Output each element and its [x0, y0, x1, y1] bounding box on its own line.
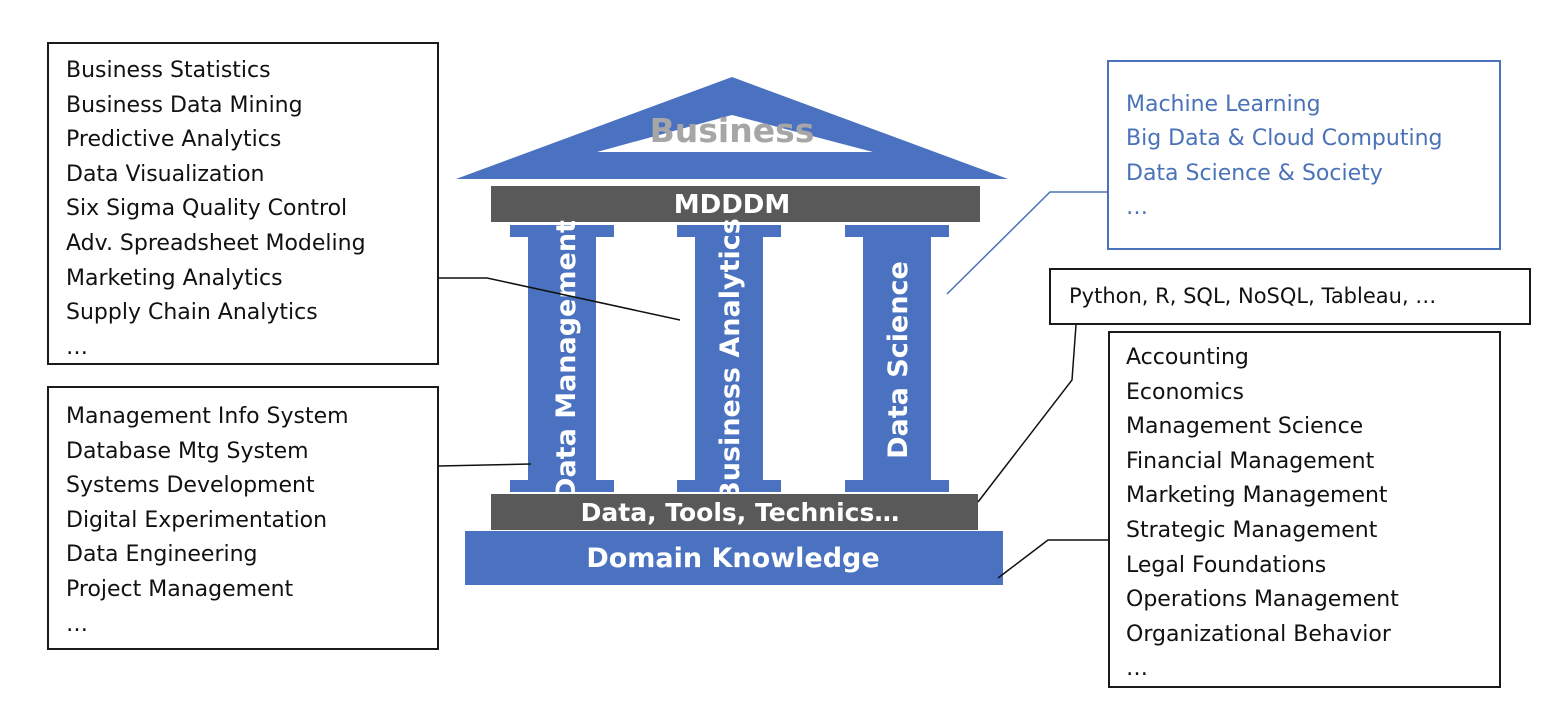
list-item: …: [1126, 656, 1148, 682]
list-item: Legal Foundations: [1126, 552, 1327, 578]
roof-label: Business: [650, 111, 815, 150]
list-item: Data Engineering: [66, 542, 258, 568]
list-item: Digital Experimentation: [66, 507, 328, 533]
list-item: …: [66, 611, 88, 637]
list-item: Accounting: [1126, 345, 1249, 370]
list-item: Systems Development: [66, 473, 315, 499]
list-item: …: [1126, 195, 1148, 221]
connector-tools: [977, 324, 1077, 503]
list-item: Adv. Spreadsheet Modeling: [66, 230, 366, 256]
list-item: Supply Chain Analytics: [66, 300, 318, 326]
tools-box: Python, R, SQL, NoSQL, Tableau, …: [1049, 268, 1531, 325]
list-item: Data Science & Society: [1126, 160, 1383, 186]
data-science-courses-box: Machine Learning Big Data & Cloud Comput…: [1107, 60, 1501, 250]
list-item: Database Mtg System: [66, 438, 309, 464]
base-label: Domain Knowledge: [586, 543, 879, 574]
stylobate-label: Data, Tools, Technics…: [581, 498, 900, 527]
connector-left-top: [439, 277, 681, 321]
list-item: Business Statistics: [66, 58, 271, 83]
architrave-band: [491, 186, 980, 222]
list-item: Marketing Analytics: [66, 265, 283, 291]
data-management-courses-box: Management Info System Database Mtg Syst…: [47, 386, 439, 650]
pillar-label-data-science: Data Science: [883, 261, 914, 459]
list-item: Organizational Behavior: [1126, 621, 1391, 647]
list-item: Machine Learning: [1126, 92, 1321, 117]
list-item: Project Management: [66, 576, 294, 602]
base-band: [465, 531, 1003, 585]
list-item: …: [66, 334, 88, 360]
pillar-data-science: Data Science: [845, 225, 949, 492]
list-item: Business Data Mining: [66, 92, 303, 118]
pillar-business-analytics: Business Analytics: [677, 218, 781, 502]
architrave-label: MDDDM: [674, 190, 791, 220]
list-item: Economics: [1126, 379, 1244, 405]
tools-text: Python, R, SQL, NoSQL, Tableau, …: [1069, 284, 1437, 308]
connector-left-bottom: [438, 463, 532, 467]
domain-knowledge-courses-box: Accounting Economics Management Science …: [1108, 331, 1501, 688]
list-item: Management Science: [1126, 414, 1364, 440]
list-item: Predictive Analytics: [66, 127, 282, 153]
pillar-label-business-analytics: Business Analytics: [715, 218, 746, 502]
pillar-label-data-management: Data Management: [551, 220, 582, 500]
list-item: Financial Management: [1126, 448, 1375, 474]
list-item: Big Data & Cloud Computing: [1126, 126, 1443, 152]
list-item: Management Info System: [66, 404, 349, 429]
roof-inner: [597, 115, 873, 152]
list-item: Six Sigma Quality Control: [66, 196, 348, 222]
connector-right-top: [946, 191, 1108, 295]
analytics-courses-box: Business Statistics Business Data Mining…: [47, 42, 439, 365]
list-item: Strategic Management: [1126, 517, 1378, 543]
pillar-data-management: Data Management: [510, 220, 614, 500]
stylobate-band: [491, 494, 978, 530]
list-item: Marketing Management: [1126, 483, 1388, 509]
connector-right-bottom: [997, 539, 1108, 579]
list-item: Data Visualization: [66, 161, 265, 187]
list-item: Operations Management: [1126, 587, 1399, 613]
